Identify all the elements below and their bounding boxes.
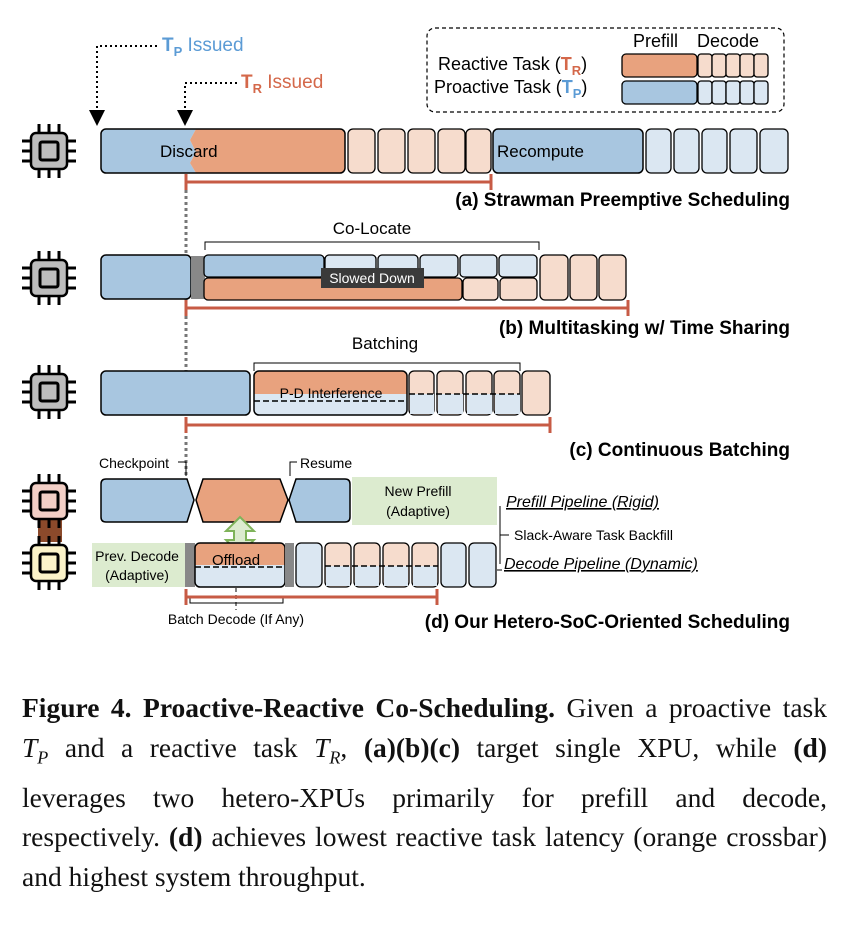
resume-label: Resume [300,455,352,471]
caption-d2: (d) [168,821,203,852]
caption-d1: (d) [793,731,828,763]
slack-backfill-label: Slack-Aware Task Backfill [514,527,673,543]
caption-abc: (a)(b)(c) [363,731,461,763]
decode-pipeline-label: Decode Pipeline (Dynamic) [504,556,698,573]
legend: Prefill Decode Reactive Task (TR) Proact… [426,27,785,113]
caption-text-2: and a reactive task [48,731,315,763]
caption-text-4: target sin­gle XPU, while [460,731,794,763]
prefill-pipeline-label: Prefill Pipeline (Rigid) [506,494,659,511]
legend-proactive-prefill [621,80,698,105]
recompute-label: Recompute [497,142,584,161]
chip-icon-d-prefill [20,472,78,530]
legend-proactive: Proactive Task (TP) [434,77,587,101]
latency-bar-c [184,417,552,433]
row-c: Batching P-D Interference (c) Continuous… [100,334,790,461]
tr-issued-marker: TR Issued [177,72,323,126]
batching-label: Batching [352,334,418,353]
caption-figure-title: Figure 4. Proactive-Reactive Co-Scheduli… [22,692,555,723]
tr-issued-label: TR Issued [241,72,323,96]
slowed-down-label: Slowed Down [329,270,415,286]
latency-bar-a [184,174,493,190]
title-b: (b) Multitasking w/ Time Sharing [499,318,790,339]
chip-icon-a [20,122,78,180]
latency-bar-d [184,589,439,605]
row-a: Discard Recompute (a) Strawman Preemptiv… [100,128,790,211]
legend-decode: Decode [697,31,759,51]
figure-caption: Figure 4. Proactive-Reactive Co-Scheduli… [22,688,827,896]
title-d: (d) Our Hetero-SoC-Oriented Scheduling [425,612,790,633]
caption-tr: TR [314,731,341,768]
caption-text-6: achieves lowest reactive task latency (o… [22,821,828,892]
prev-decode-adaptive: (Adaptive) [105,567,169,583]
tp-issued-label: TP Issued [162,35,244,59]
row-b: Co-Locate Slowed Down (b) Multitasking w… [100,219,790,339]
offload-label: Offload [212,552,260,569]
chip-icon-d-decode [20,534,78,592]
new-prefill-label: New Prefill [385,483,452,499]
pd-interference-label: P-D Interference [280,385,383,401]
tp-issued-marker: TP Issued [89,35,244,126]
prev-decode-label: Prev. Decode [95,548,179,564]
caption-text-5: leverages two hetero-XPUs primarily for … [22,781,827,853]
scheduling-diagram: TP Issued TR Issued Prefill Decode React… [20,27,790,633]
chip-icon-b [20,249,78,307]
legend-reactive-prefill [621,53,698,78]
latency-bar-b [184,300,630,316]
row-d: Checkpoint Resume New Prefill (Adaptive)… [92,455,790,633]
caption-tp: TP [22,731,49,768]
caption-text-1: Given a proactive task [554,692,827,723]
title-c: (c) Continuous Batching [569,440,790,461]
batch-decode-label: Batch Decode (If Any) [168,611,304,627]
legend-prefill: Prefill [633,31,678,51]
legend-reactive: Reactive Task (TR) [438,54,587,78]
caption-text-3: , [340,731,364,763]
discard-label: Discard [160,142,218,161]
colocate-label: Co-Locate [333,219,411,238]
chip-icon-c [20,363,78,421]
new-prefill-adaptive: (Adaptive) [386,503,450,519]
title-a: (a) Strawman Preemptive Scheduling [455,190,790,211]
checkpoint-label: Checkpoint [99,455,169,471]
